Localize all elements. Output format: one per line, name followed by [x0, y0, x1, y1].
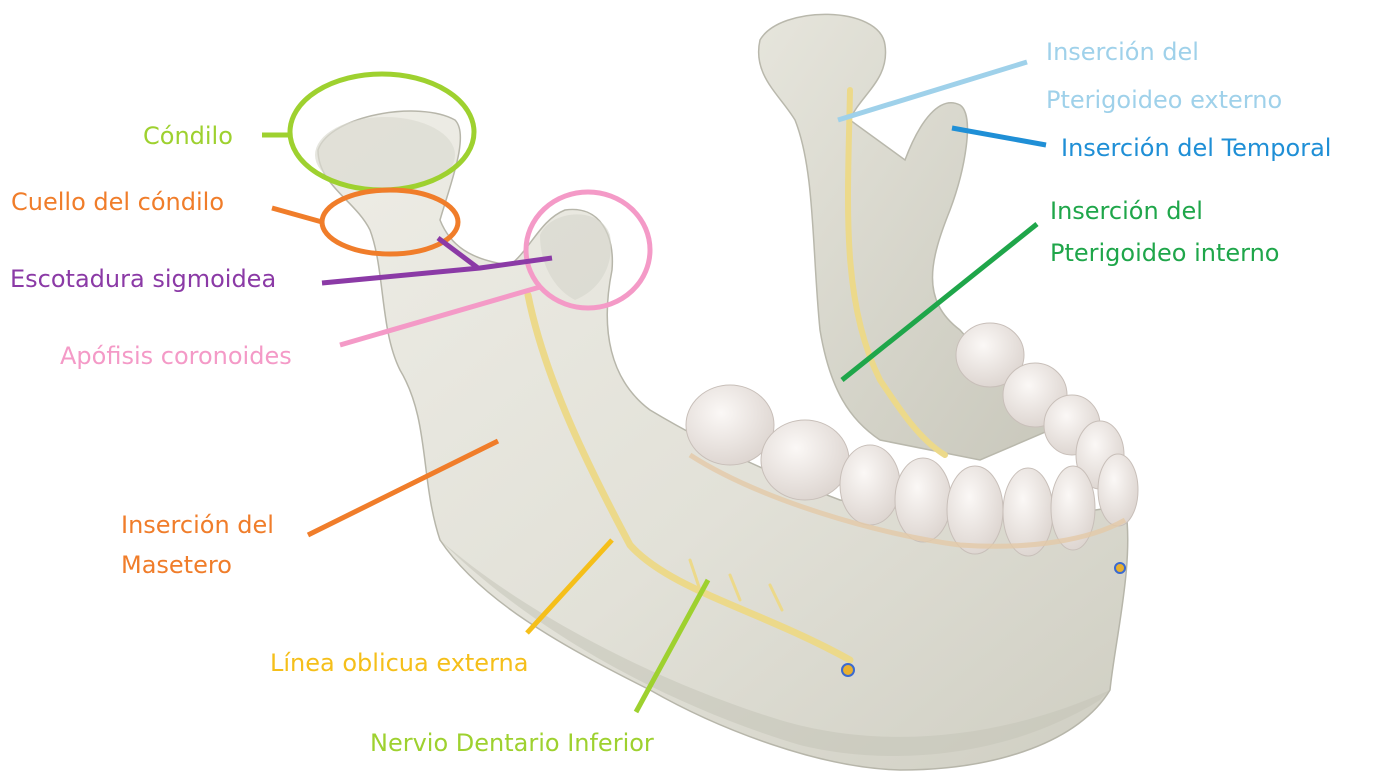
label-insercion-temporal: Inserción del Temporal	[1061, 131, 1331, 165]
lingula-point	[1115, 563, 1125, 573]
label-condilo: Cóndilo	[143, 119, 233, 153]
label-apofisis-coronoides: Apófisis coronoides	[60, 339, 292, 373]
label-cuello-del-condilo: Cuello del cóndilo	[11, 185, 224, 219]
label-linea-oblicua-externa: Línea oblicua externa	[270, 646, 528, 680]
label-escotadura-sigmoidea: Escotadura sigmoidea	[10, 262, 276, 296]
label-nervio-dentario-inferior: Nervio Dentario Inferior	[370, 726, 654, 760]
cuello-leader	[272, 208, 322, 222]
mental-foramen	[842, 664, 854, 676]
